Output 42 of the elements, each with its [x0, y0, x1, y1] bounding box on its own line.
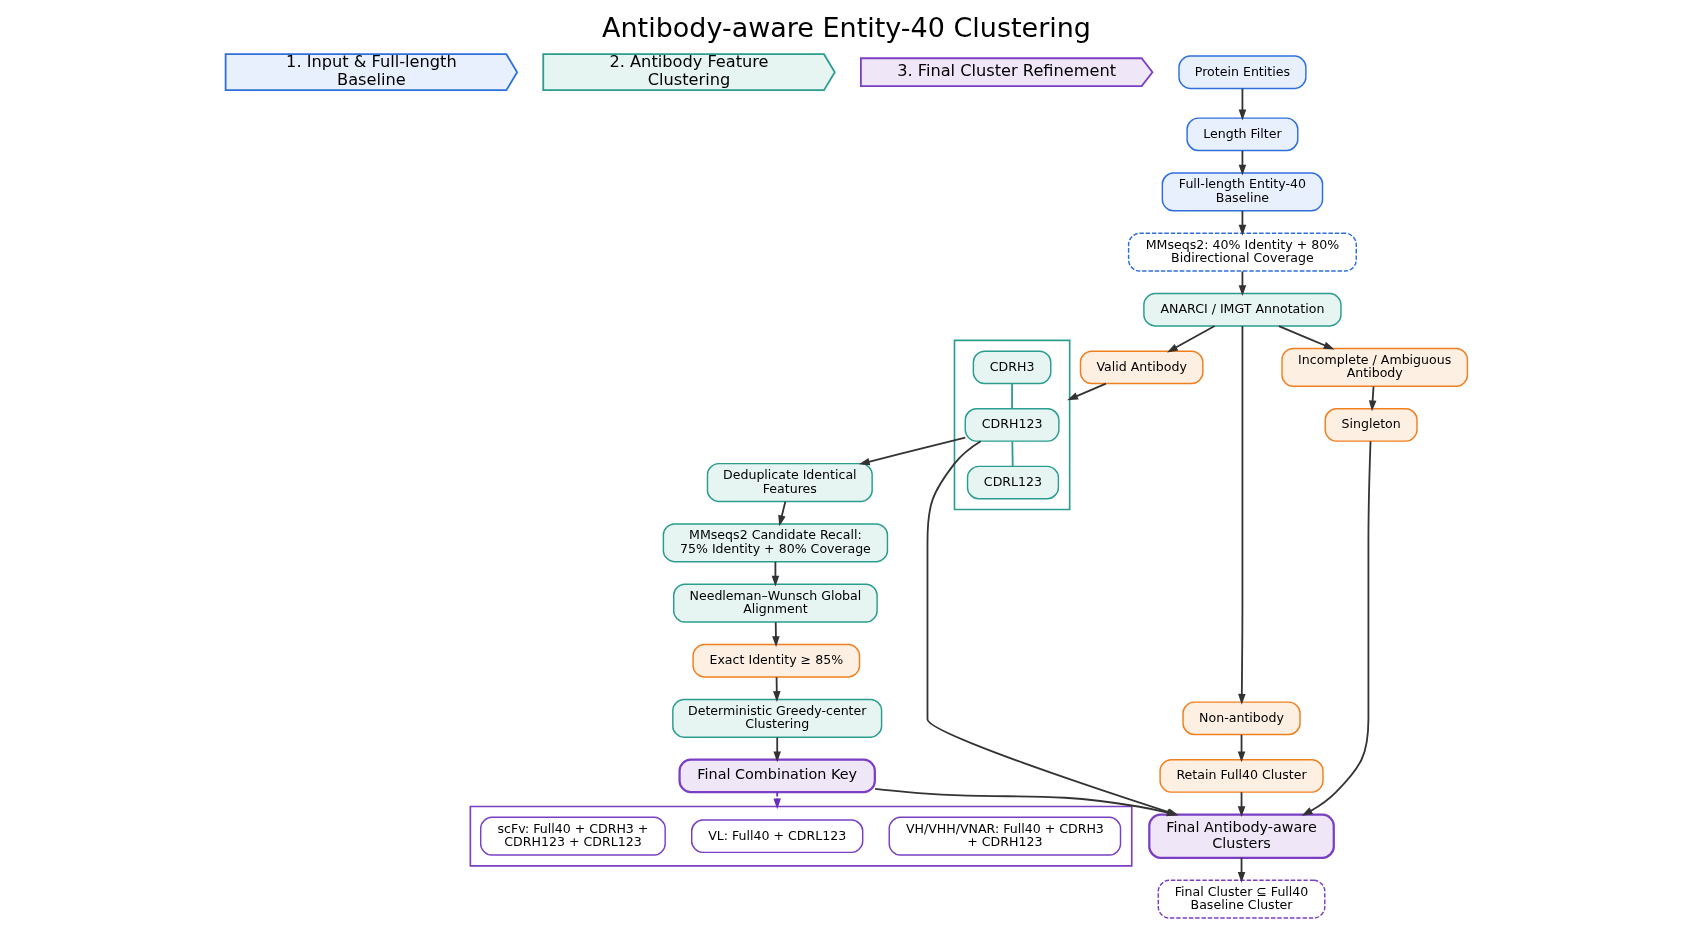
- node-box: VH/VHH/VNAR: Full40 + CDRH3 + CDRH123: [888, 816, 1121, 856]
- node-box: Length Filter: [1185, 117, 1298, 152]
- arrow: [1237, 325, 1246, 705]
- node-box: MMseqs2: 40% Identity + 80% Bidirectional Coverage: [1127, 232, 1357, 272]
- cluster: [469, 805, 1133, 867]
- node-box: CDRH3: [972, 350, 1051, 385]
- arrow: [772, 676, 781, 702]
- node-box: Exact Identity ≥ 85%: [691, 643, 860, 678]
- node-box: Final Combination Key: [677, 758, 876, 794]
- connector: [1010, 440, 1014, 468]
- arrow: [1238, 87, 1246, 121]
- node-box: Non-antibody: [1181, 701, 1301, 736]
- node-box: CDRL123: [966, 465, 1059, 500]
- arrow: [777, 500, 786, 527]
- arrow: [1301, 440, 1371, 816]
- node-box: ANARCI / IMGT Annotation: [1142, 292, 1342, 327]
- node-box: scFv: Full40 + CDRH3 + CDRH123 + CDRL123: [479, 816, 666, 856]
- node-box: Protein Entities: [1177, 55, 1307, 90]
- arrow: [772, 736, 781, 763]
- node-box: Needleman–Wunsch Global Alignment: [672, 583, 878, 623]
- arrow: [771, 621, 780, 648]
- node-box: Final Cluster ⊆ Full40 Baseline Cluster: [1157, 879, 1325, 919]
- arrow: [772, 791, 781, 810]
- arrow: [1277, 325, 1335, 350]
- node-box: Valid Antibody: [1079, 350, 1204, 385]
- node-box: Full-length Entity-40 Baseline: [1161, 172, 1323, 212]
- node-box: Deterministic Greedy-center Clustering: [671, 698, 882, 738]
- node-box: Incomplete / Ambiguous Antibody: [1280, 347, 1468, 387]
- node-box: Deduplicate Identical Features: [706, 462, 873, 503]
- node-box: VL: Full40 + CDRL123: [690, 819, 863, 854]
- cluster: [953, 339, 1070, 511]
- arrow: [1066, 382, 1107, 401]
- node-box: Retain Full40 Cluster: [1158, 759, 1324, 793]
- node-box: MMseqs2 Candidate Recall: 75% Identity + 80% Coverage: [662, 523, 888, 563]
- node-box: Final Antibody-aware Clusters: [1147, 813, 1335, 859]
- connector: [1010, 382, 1013, 410]
- arrow: [858, 436, 966, 466]
- node-box: Singleton: [1324, 408, 1418, 442]
- node-box: CDRH123: [964, 408, 1060, 442]
- arrow: [1368, 385, 1376, 412]
- diagram-title: Antibody-aware Entity-40 Clustering: [601, 12, 1091, 44]
- arrow: [1166, 325, 1216, 353]
